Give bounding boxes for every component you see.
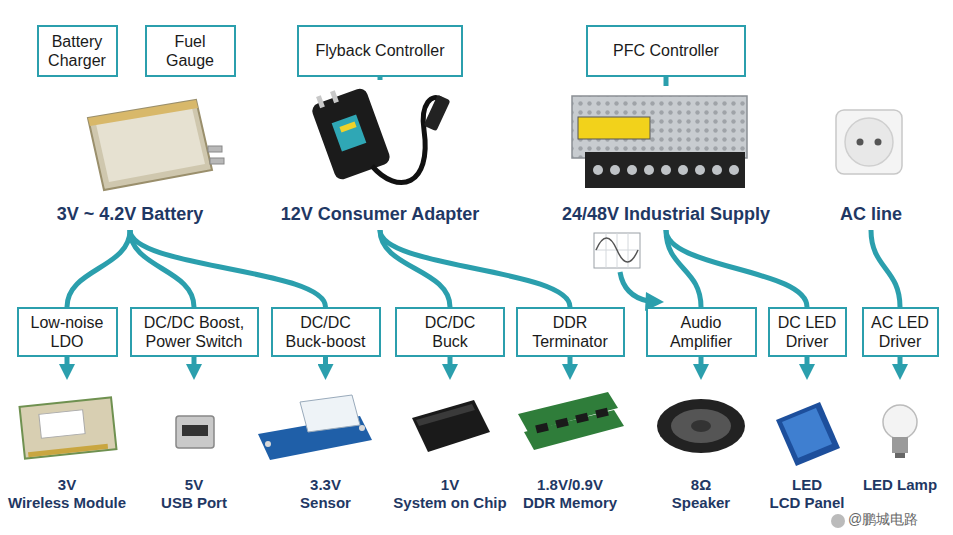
connector-arrow <box>65 357 70 372</box>
socket-image <box>836 110 902 174</box>
wireless-module-image <box>20 397 117 458</box>
box-label: DDR Terminator <box>525 313 616 351</box>
connector-line <box>666 230 807 307</box>
power-source: AC line <box>825 86 917 230</box>
load-label: 8Ω <box>691 476 711 494</box>
power-source: 24/48V Industrial Supply <box>540 86 792 230</box>
load-device: 8ΩSpeaker <box>651 380 751 520</box>
connector-arrow <box>805 357 810 372</box>
connector-arrow <box>568 357 573 372</box>
connector-arrow <box>323 357 328 372</box>
load-label: Speaker <box>672 494 730 512</box>
connector-line <box>664 77 669 86</box>
load-device: LEDLCD Panel <box>762 380 852 520</box>
function-box: DC/DC Buck <box>395 307 505 357</box>
box-label: DC/DC Buck-boost <box>280 313 372 351</box>
adapter-image <box>310 86 450 182</box>
lcd-panel-image <box>776 402 840 466</box>
connector-line <box>380 230 570 307</box>
connector-line <box>871 230 900 307</box>
box-label: AC LED Driver <box>871 313 930 351</box>
load-label: DDR Memory <box>523 494 617 512</box>
load-label: LED Lamp <box>863 476 937 494</box>
source-label: AC line <box>840 204 902 226</box>
box-label: DC LED Driver <box>777 313 838 351</box>
connector-arrow <box>448 357 453 372</box>
function-box: DC/DC Buck-boost <box>271 307 381 357</box>
function-box: PFC Controller <box>586 25 746 77</box>
box-label: Low-noise LDO <box>26 313 109 351</box>
function-box: AC LED Driver <box>862 307 939 357</box>
load-device: 3VWireless Module <box>2 380 132 520</box>
box-label: Battery Charger <box>46 32 109 70</box>
power-source: 3V ~ 4.2V Battery <box>35 86 225 230</box>
load-label: 5V <box>185 476 203 494</box>
function-box: DC LED Driver <box>768 307 847 357</box>
load-label: Wireless Module <box>8 494 126 512</box>
connector-line <box>378 77 383 80</box>
speaker-image <box>657 399 745 453</box>
box-label: DC/DC Boost, Power Switch <box>139 313 250 351</box>
load-label: Sensor <box>300 494 351 512</box>
load-device: 1.8V/0.9VDDR Memory <box>505 380 635 520</box>
function-box: Flyback Controller <box>297 25 463 77</box>
source-label: 3V ~ 4.2V Battery <box>57 204 204 226</box>
watermark-logo <box>831 514 845 528</box>
load-label: 3V <box>58 476 76 494</box>
load-label: System on Chip <box>393 494 506 512</box>
box-label: Fuel Gauge <box>154 32 227 70</box>
sensor-image <box>258 395 372 460</box>
load-label: USB Port <box>161 494 227 512</box>
load-label: LED <box>792 476 822 494</box>
function-box: Audio Amplifier <box>646 307 757 357</box>
soc-image <box>412 400 490 452</box>
source-label: 12V Consumer Adapter <box>281 204 479 226</box>
watermark: @鹏城电路 <box>848 511 918 528</box>
box-label: Flyback Controller <box>316 41 445 60</box>
function-box: Fuel Gauge <box>145 25 236 77</box>
battery-image <box>88 100 224 190</box>
connector-arrow <box>192 357 197 372</box>
load-label: 1.8V/0.9V <box>537 476 603 494</box>
connector-line <box>130 230 326 307</box>
load-device: 5VUSB Port <box>144 380 244 520</box>
load-label: LCD Panel <box>769 494 844 512</box>
audio-signal-icon <box>594 233 664 311</box>
connector-line <box>67 230 130 307</box>
load-label: 3.3V <box>310 476 341 494</box>
box-label: DC/DC Buck <box>410 313 490 351</box>
usb-port-image <box>176 416 214 448</box>
function-box: DDR Terminator <box>516 307 625 357</box>
led-lamp-image <box>883 405 917 458</box>
function-box: Battery Charger <box>37 25 118 77</box>
box-label: PFC Controller <box>613 41 719 60</box>
power-source: 12V Consumer Adapter <box>262 80 498 230</box>
function-box: DC/DC Boost, Power Switch <box>130 307 259 357</box>
ddr-memory-image <box>518 392 624 450</box>
connector-arrow <box>699 357 704 372</box>
load-device: 3.3VSensor <box>271 380 381 520</box>
box-label: Audio Amplifier <box>655 313 748 351</box>
connector-arrow <box>898 357 903 372</box>
source-label: 24/48V Industrial Supply <box>562 204 770 226</box>
industrial-supply-image <box>572 96 747 188</box>
load-device: LED Lamp <box>852 380 948 520</box>
function-box: Low-noise LDO <box>17 307 118 357</box>
load-label: 1V <box>441 476 459 494</box>
load-device: 1VSystem on Chip <box>380 380 520 520</box>
